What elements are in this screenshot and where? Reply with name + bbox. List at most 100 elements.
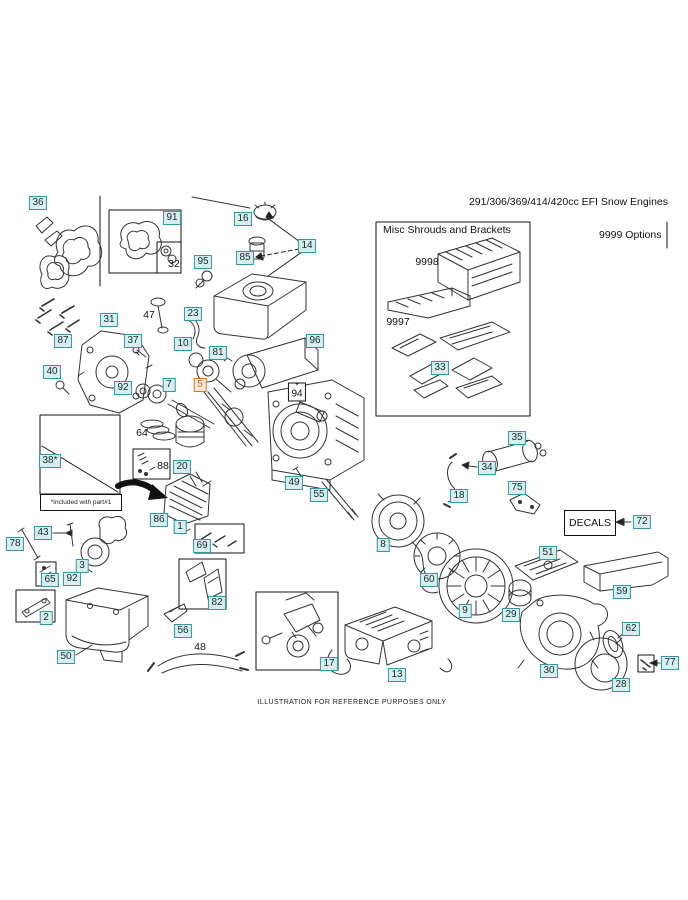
box-2: [15, 589, 56, 623]
group-boxes: [15, 195, 668, 673]
callout-38[interactable]: 38*: [38, 454, 62, 468]
callout-5[interactable]: 5: [193, 378, 207, 392]
callout-13[interactable]: 13: [387, 668, 407, 682]
callout-65[interactable]: 65: [40, 573, 60, 587]
callout-2[interactable]: 2: [39, 611, 53, 625]
cylinder-head-86-drawing: [163, 473, 211, 525]
callout-59[interactable]: 59: [612, 585, 632, 599]
callout-17[interactable]: 17: [319, 657, 339, 671]
carburetor-17-drawing: [261, 592, 324, 658]
gear-92-drawing: [135, 383, 151, 399]
box-82: [178, 558, 227, 610]
callout-1[interactable]: 1: [173, 520, 187, 534]
control-module-13-drawing: [327, 606, 453, 675]
callout-91[interactable]: 91: [162, 211, 182, 225]
leader-lines-14: [255, 211, 303, 277]
misc-bracket-9997-drawing: [387, 287, 471, 319]
hardware-77-drawing: [640, 659, 661, 671]
blower-housing-30-drawing: [517, 594, 608, 670]
callout-60[interactable]: 60: [419, 573, 439, 587]
box-misc-shrouds: [375, 221, 531, 417]
callout-94[interactable]: *94: [287, 382, 307, 402]
callout-36[interactable]: 36: [28, 196, 48, 210]
callout-23[interactable]: 23: [183, 307, 203, 321]
options-label[interactable]: 9999 Options: [599, 229, 662, 241]
callout-30[interactable]: 30: [539, 664, 559, 678]
head-bolt-43-drawing: [52, 522, 74, 547]
callout-88: 88: [157, 459, 169, 472]
callout-33[interactable]: 33: [430, 361, 450, 375]
fuel-valve-95-drawing: [195, 270, 213, 289]
callout-86[interactable]: 86: [149, 513, 169, 527]
callout-81[interactable]: 81: [208, 346, 228, 360]
callout-64: 64: [136, 426, 148, 439]
callout-3[interactable]: 3: [75, 559, 89, 573]
callout-56[interactable]: 56: [173, 624, 193, 638]
callout-20[interactable]: 20: [172, 460, 192, 474]
callout-48: 48: [194, 640, 206, 653]
callout-18[interactable]: 18: [449, 489, 469, 503]
callout-85[interactable]: 85: [235, 251, 255, 265]
heat-shield-82-drawing: [185, 561, 223, 600]
fuel-tank-drawing: [213, 273, 307, 340]
ignition-rotor-8-drawing: [371, 493, 429, 577]
callout-9997: 9997: [386, 315, 410, 328]
callout-72[interactable]: 72: [632, 515, 652, 529]
oil-screw-37-drawing: [135, 349, 147, 358]
callout-75[interactable]: 75: [507, 481, 527, 495]
callout-49[interactable]: 49: [284, 476, 304, 490]
callout-96[interactable]: 96: [305, 334, 325, 348]
callout-8[interactable]: 8: [376, 538, 390, 552]
callout-51[interactable]: 51: [538, 546, 558, 560]
callout-9998: 9998: [415, 255, 439, 268]
callout-69[interactable]: 69: [192, 539, 212, 553]
governor-gear-10-drawing: [188, 352, 232, 393]
callout-78[interactable]: 78: [5, 537, 25, 551]
callout-82[interactable]: 82: [207, 596, 227, 610]
gasket-set-36-drawing: [35, 216, 103, 289]
bracket-75-drawing: [509, 492, 541, 515]
included-arrow: [115, 479, 168, 500]
callout-32: 32: [168, 257, 180, 270]
callout-31[interactable]: 31: [99, 313, 119, 327]
box-88: [132, 448, 171, 480]
callout-62[interactable]: 62: [621, 622, 641, 636]
starter-motor-96-drawing: [232, 337, 319, 390]
gear-7-drawing: [147, 384, 167, 404]
callout-43[interactable]: 43: [33, 526, 53, 540]
spring-set-88-drawing: [137, 452, 156, 476]
box-32: [156, 241, 182, 274]
box-17: [255, 591, 339, 671]
misc-shrouds-panel-title: Misc Shrouds and Brackets: [383, 224, 511, 236]
decals-box[interactable]: DECALS: [564, 510, 616, 536]
box-38-diagonal: [41, 445, 119, 493]
callout-87[interactable]: 87: [53, 334, 73, 348]
callout-14[interactable]: 14: [297, 239, 317, 253]
callout-9[interactable]: 9: [458, 604, 472, 618]
callout-50[interactable]: 50: [56, 650, 76, 664]
callout-35[interactable]: 35: [507, 431, 527, 445]
callout-29[interactable]: 29: [501, 608, 521, 622]
callout-7[interactable]: 7: [162, 378, 176, 392]
flywheel-9-drawing: [438, 548, 514, 624]
starter-cup-29-drawing: [508, 579, 544, 607]
callout-92[interactable]: 92: [113, 381, 133, 395]
callout-95[interactable]: 95: [193, 255, 213, 269]
page-title: 291/306/369/414/420cc EFI Snow Engines: [468, 196, 668, 208]
misc-shroud-9998-drawing: [437, 237, 521, 301]
box-69: [194, 523, 245, 554]
bracket-59-drawing: [583, 551, 669, 592]
callout-77[interactable]: 77: [660, 656, 680, 670]
callout-28[interactable]: 28: [611, 678, 631, 692]
callout-92[interactable]: 92: [62, 572, 82, 586]
callout-10[interactable]: 10: [173, 337, 193, 351]
callout-16[interactable]: 16: [233, 212, 253, 226]
callout-55[interactable]: 55: [309, 488, 329, 502]
callout-40[interactable]: 40: [42, 365, 62, 379]
crankshaft-drawing: [207, 387, 259, 447]
flywheel-fins: [446, 556, 506, 616]
breather-tube-23-drawing: [187, 317, 206, 349]
callout-37[interactable]: 37: [123, 334, 143, 348]
callout-34[interactable]: 34: [477, 461, 497, 475]
wire-34-18-drawing: [443, 453, 478, 508]
